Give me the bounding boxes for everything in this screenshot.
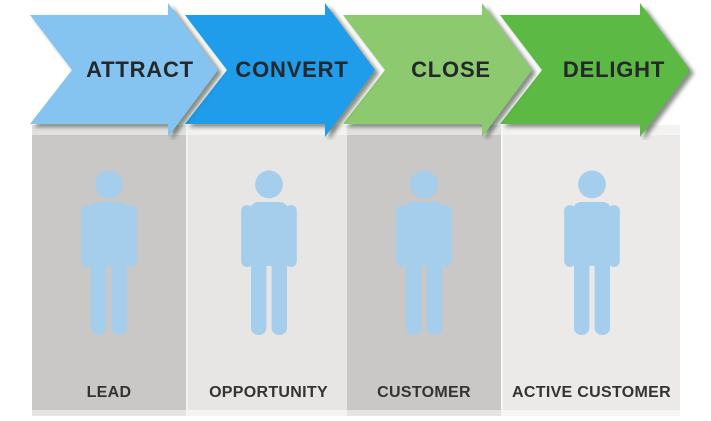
stage-column-opportunity: OPPORTUNITY — [186, 125, 349, 416]
column-bottom-bevel — [503, 410, 680, 416]
arrow-delight — [500, 3, 690, 137]
stage-label-delight: DELIGHT — [562, 57, 666, 82]
column-label-active-customer: ACTIVE CUSTOMER — [512, 384, 671, 401]
column-label-lead: LEAD — [86, 384, 132, 401]
stage-column-customer: CUSTOMER — [347, 125, 501, 416]
arrow-close — [343, 3, 532, 137]
stage-column-active-customer: ACTIVE CUSTOMER — [501, 125, 680, 416]
person-icon — [240, 170, 297, 335]
column-label-opportunity: OPPORTUNITY — [209, 384, 328, 401]
column-bottom-bevel — [188, 410, 349, 416]
column-top-bevel — [32, 125, 186, 135]
person-icon — [563, 170, 620, 335]
stage-label-attract: ATTRACT — [86, 57, 194, 82]
column-label-customer: CUSTOMER — [377, 384, 471, 401]
column-bottom-bevel — [347, 410, 501, 416]
stage-label-convert: CONVERT — [235, 57, 349, 82]
stage-label-close: CLOSE — [411, 57, 491, 82]
arrow-convert — [185, 3, 375, 137]
person-icon — [81, 170, 137, 335]
funnel-arrows — [30, 3, 690, 137]
column-bottom-bevel — [32, 410, 186, 416]
person-icon — [396, 170, 452, 335]
column-top-bevel — [347, 125, 501, 135]
column-top-bevel — [503, 125, 680, 135]
stage-column-lead: LEAD — [32, 125, 186, 416]
arrow-attract — [30, 3, 218, 137]
column-top-bevel — [188, 125, 349, 135]
